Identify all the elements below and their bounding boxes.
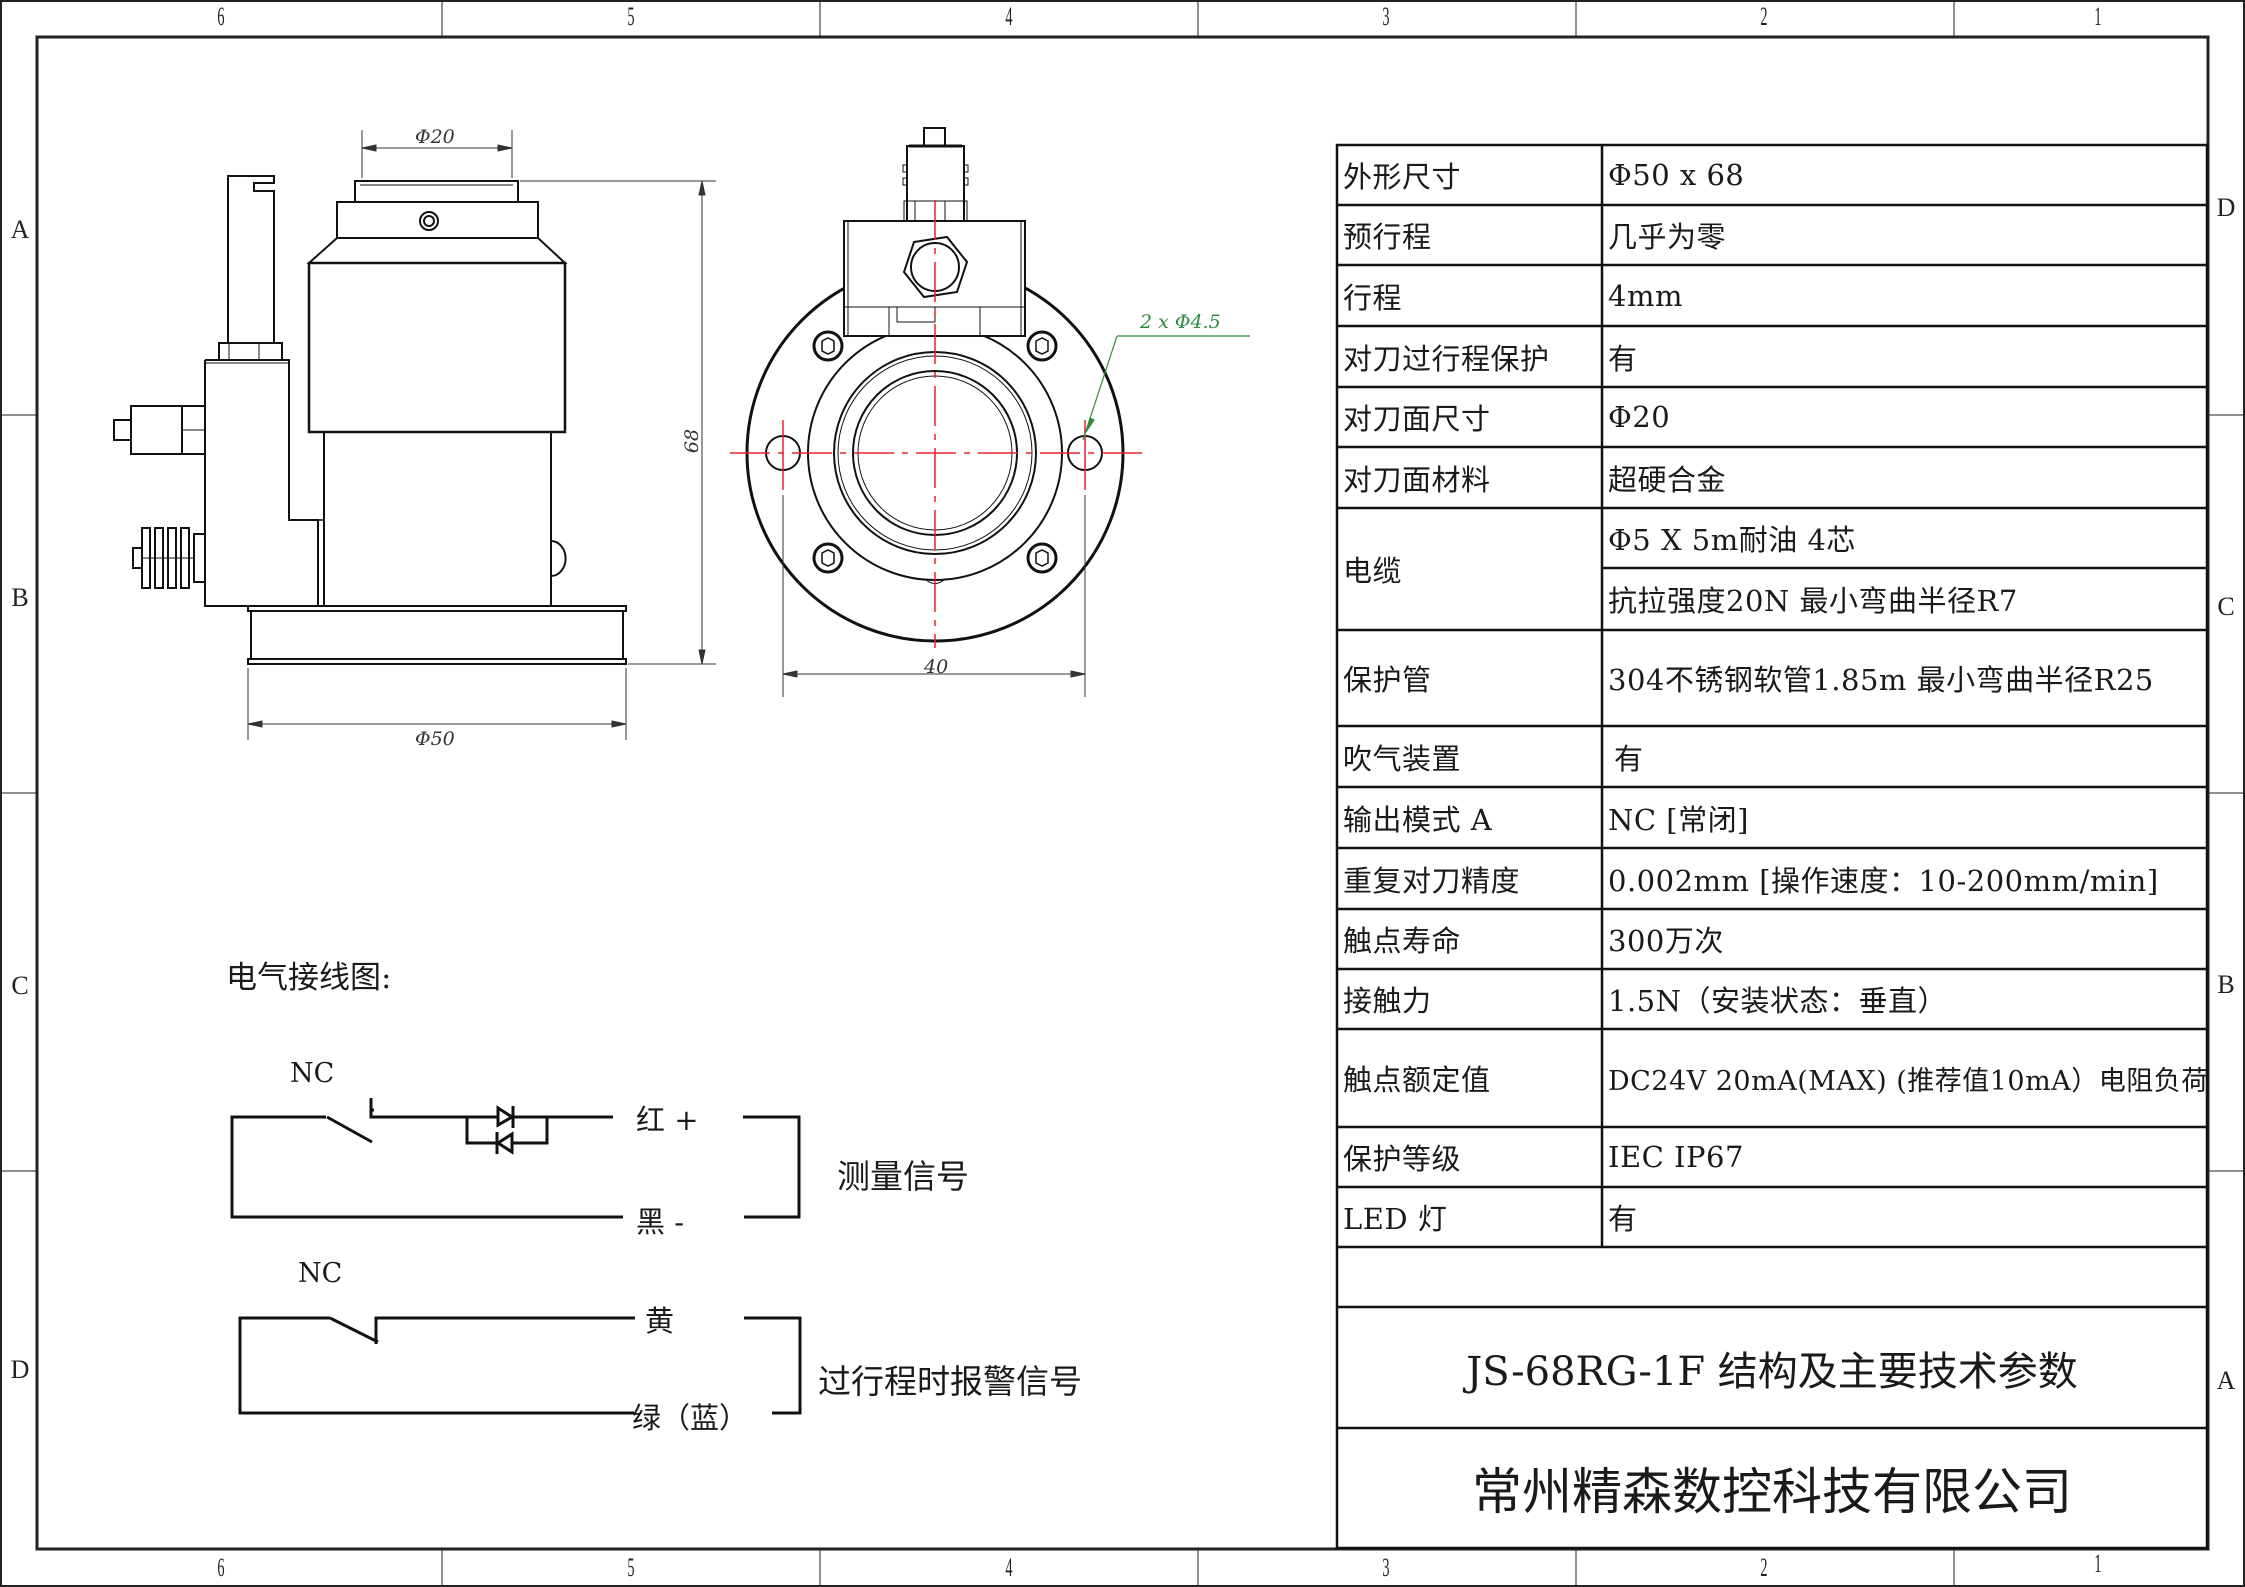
spec-table-grid	[1335, 143, 2209, 1550]
circuit2-signal-label: 过行程时报警信号	[818, 1362, 1082, 1401]
spec-label: 对刀过行程保护	[1343, 341, 1550, 376]
spec-value: 有	[1608, 341, 1638, 376]
wiring-circuit-1	[230, 1098, 801, 1219]
spec-value: 1.5N（安装状态：垂直）	[1608, 984, 1947, 1018]
zone-col-3-bottom: 3	[1382, 1553, 1390, 1582]
spec-value: 304不锈钢软管1.85m 最小弯曲半径R25	[1608, 663, 2154, 697]
zone-col-3-top: 3	[1382, 2, 1390, 31]
spec-value: 300万次	[1608, 924, 1724, 958]
spec-value: 0.002mm [操作速度：10-200mm/min]	[1608, 863, 2159, 898]
zone-row-d-left: D	[10, 1355, 30, 1384]
title-block-empty-row	[1337, 1247, 2207, 1307]
wiring-circuit-2	[238, 1316, 802, 1415]
spec-label: 触点额定值	[1343, 1063, 1491, 1097]
spec-value: 4mm	[1608, 278, 1683, 313]
spec-label: 触点寿命	[1343, 924, 1462, 958]
drawing-title: JS-68RG-1F 结构及主要技术参数	[1466, 1348, 2078, 1395]
spec-value: NC [常闭]	[1608, 802, 1749, 837]
dim-height: 68	[681, 428, 704, 454]
zone-col-4-top: 4	[1005, 2, 1013, 31]
spec-label: 对刀面材料	[1343, 462, 1491, 497]
spec-value: Φ5 X 5m耐油 4芯	[1608, 523, 1856, 557]
zone-col-6-top: 6	[217, 2, 225, 31]
spec-value: Φ50 x 68	[1608, 158, 1745, 192]
spec-label: 外形尺寸	[1343, 160, 1462, 194]
spec-value: 有	[1608, 1202, 1638, 1236]
circuit1-wire-red: 红 +	[636, 1103, 699, 1137]
zone-row-b-right: B	[2217, 970, 2235, 999]
dim-hole-spacing: 40	[924, 656, 949, 678]
spec-label: 对刀面尺寸	[1343, 402, 1491, 436]
front-view-dimensions	[782, 495, 1086, 697]
spec-label: 电缆	[1343, 554, 1403, 588]
zone-col-2-top: 2	[1760, 2, 1768, 31]
zone-col-5-top: 5	[627, 2, 635, 31]
zone-col-4-bottom: 4	[1005, 1553, 1013, 1582]
spec-value: 超硬合金	[1608, 462, 1727, 497]
zone-row-c-right: C	[2217, 592, 2235, 621]
zone-row-c-left: C	[11, 971, 29, 1000]
spec-label: LED 灯	[1343, 1202, 1448, 1236]
circuit2-wire-green: 绿（蓝）	[632, 1401, 749, 1435]
spec-label: 保护管	[1343, 663, 1432, 697]
zone-col-6-bottom: 6	[217, 1553, 225, 1582]
spec-label: 接触力	[1343, 984, 1432, 1018]
spec-value: DC24V 20mA(MAX) (推荐值10mA）电阻负荷	[1608, 1065, 2209, 1097]
spec-label: 预行程	[1343, 220, 1432, 254]
center-lines	[730, 200, 1143, 648]
circuit1-switch-label: NC	[290, 1058, 335, 1089]
wiring-title: 电气接线图:	[226, 960, 392, 996]
circuit2-switch-label: NC	[298, 1258, 343, 1289]
spec-value: IEC IP67	[1608, 1140, 1744, 1174]
spec-value: Φ20	[1608, 400, 1671, 434]
spec-label: 重复对刀精度	[1343, 863, 1521, 898]
spec-label: 保护等级	[1343, 1142, 1462, 1176]
circuit1-wire-black: 黑 -	[636, 1205, 685, 1239]
spec-label: 输出模式 A	[1343, 802, 1493, 837]
zone-col-5-bottom: 5	[627, 1553, 635, 1582]
spec-label: 行程	[1343, 280, 1403, 315]
zone-col-1-top: 1	[2094, 2, 2102, 31]
hole-callout-leader	[1082, 335, 1250, 441]
dim-top-diameter: Φ20	[415, 126, 455, 148]
dim-base-diameter: Φ50	[415, 728, 455, 750]
circuit2-wire-yellow: 黄	[645, 1304, 675, 1338]
side-view	[113, 175, 627, 665]
spec-value: 有	[1614, 741, 1644, 776]
dim-hole-callout: 2 x Φ4.5	[1140, 311, 1221, 333]
zone-col-2-bottom: 2	[1760, 1553, 1768, 1582]
zone-row-a-left: A	[10, 215, 30, 244]
zone-row-d-right: D	[2216, 193, 2236, 222]
spec-value-secondary: 抗拉强度20N 最小弯曲半径R7	[1608, 584, 2018, 618]
company-name: 常州精森数控科技有限公司	[1472, 1463, 2072, 1521]
socket-screws	[812, 330, 1058, 574]
side-view-dimensions	[247, 130, 716, 740]
spec-label: 吹气装置	[1343, 741, 1462, 776]
zone-row-b-left: B	[11, 583, 29, 612]
zone-col-1-bottom: 1	[2094, 1549, 2102, 1578]
zone-row-a-right: A	[2216, 1366, 2236, 1395]
circuit1-signal-label: 测量信号	[837, 1157, 969, 1196]
spec-value: 几乎为零	[1608, 220, 1727, 254]
